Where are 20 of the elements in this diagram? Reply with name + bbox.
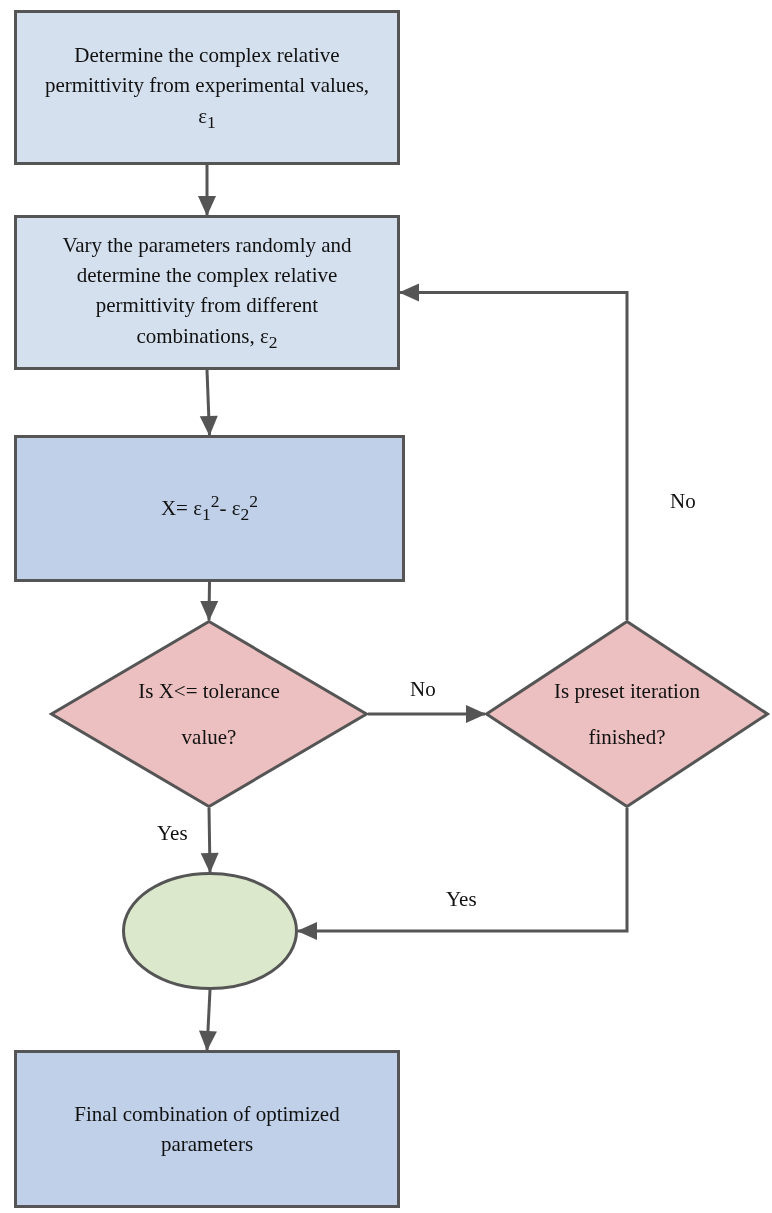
decision-diamond xyxy=(50,620,368,808)
node-text: Is preset iteration finished? xyxy=(553,677,701,751)
arrow xyxy=(199,369,218,436)
process-box xyxy=(14,215,400,370)
arrow xyxy=(368,705,486,723)
arrow xyxy=(297,808,629,940)
arrow xyxy=(200,807,219,873)
node-text: Determine the complex relative permittivity from experimental values, ε$_{1}$ xyxy=(43,41,371,134)
terminal-ellipse xyxy=(122,872,298,990)
node-text: Final combination of optimized parameters xyxy=(73,1100,341,1158)
decision-diamond xyxy=(485,620,769,808)
arrow xyxy=(198,165,216,216)
process-box xyxy=(14,10,400,165)
node-text: Is X<= tolerance value? xyxy=(137,677,281,751)
process-box xyxy=(14,1050,400,1208)
arrow xyxy=(399,283,629,620)
arrow xyxy=(200,581,219,621)
arrow xyxy=(198,989,217,1051)
process-box xyxy=(14,435,405,582)
node-text: Vary the parameters randomly and determine the complex relative permittivity from different combinations, ε$_{2}$ xyxy=(61,231,353,355)
